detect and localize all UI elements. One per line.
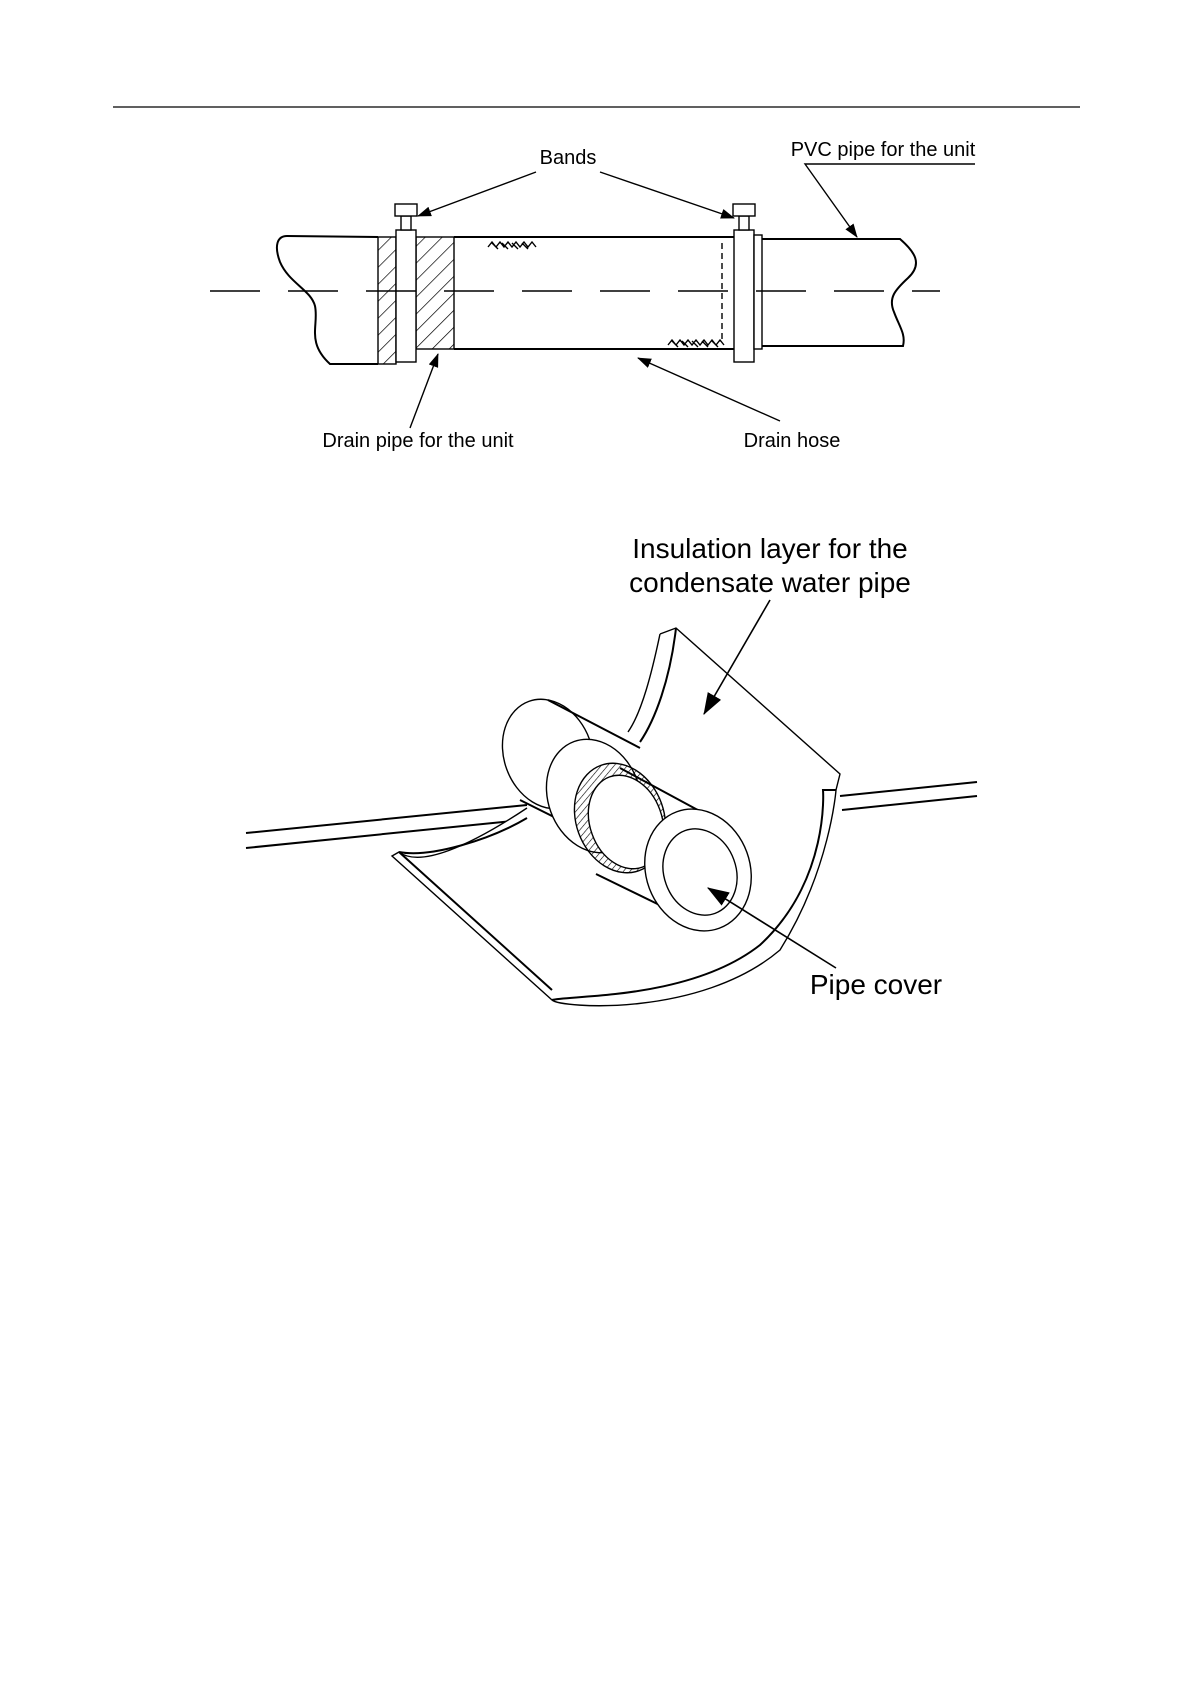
drain-pipe-hatch-left bbox=[378, 237, 396, 364]
figure-pipe-insulation: Insulation layer for the condensate wate… bbox=[246, 533, 977, 1006]
label-drain-hose: Drain hose bbox=[744, 430, 841, 452]
unit-body bbox=[277, 236, 378, 364]
band-right-stem bbox=[739, 216, 749, 230]
hose-texture-top bbox=[488, 242, 536, 249]
drain-pipe-leader bbox=[410, 354, 438, 428]
hose-texture-bottom bbox=[668, 340, 724, 347]
band-right bbox=[734, 230, 754, 362]
label-bands: Bands bbox=[540, 147, 597, 169]
pvc-pipe bbox=[762, 239, 916, 346]
pvc-collar bbox=[754, 235, 762, 349]
label-drain-pipe: Drain pipe for the unit bbox=[322, 430, 514, 452]
bands-leader-right bbox=[600, 172, 734, 218]
drain-pipe-hatch-right bbox=[416, 237, 454, 349]
label-insulation-line1: Insulation layer for the bbox=[632, 533, 908, 564]
figure-drain-connection: Bands PVC pipe for the unit Drain pipe f… bbox=[210, 139, 976, 452]
band-left-screw bbox=[395, 204, 417, 216]
band-left bbox=[396, 230, 416, 362]
drain-hose-leader bbox=[638, 358, 780, 421]
band-right-screw bbox=[733, 204, 755, 216]
label-pipe-cover: Pipe cover bbox=[810, 969, 942, 1000]
band-left-stem bbox=[401, 216, 411, 230]
label-insulation-line2: condensate water pipe bbox=[629, 567, 911, 598]
label-pvc-pipe: PVC pipe for the unit bbox=[791, 139, 976, 161]
bands-leader-left bbox=[418, 172, 536, 216]
pvc-leader bbox=[805, 164, 975, 237]
